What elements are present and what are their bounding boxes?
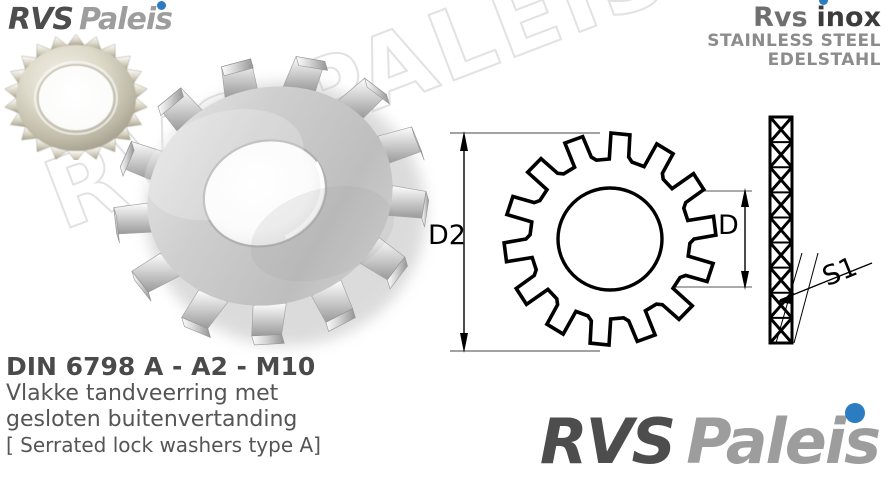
serrated-washer-photo-svg: [4, 33, 148, 163]
logo-top-left-rvs: RVS: [8, 2, 74, 37]
product-alt-name: [ Serrated lock washers type A]: [6, 433, 321, 457]
product-description-line1: Vlakke tandveerring met: [6, 381, 279, 406]
technical-drawing: D2 D S1: [428, 95, 889, 370]
logo-dot-icon-large: [845, 403, 865, 423]
logo-bottom-right-paleis: Paleis: [686, 403, 881, 478]
rvs-inox-inox-text: inox: [816, 2, 881, 33]
technical-drawing-svg: [450, 115, 873, 353]
inox-dot-icon: [818, 0, 828, 5]
logo-top-left-paleis: Paleis: [79, 1, 173, 37]
dimension-label-d: D: [718, 210, 739, 241]
product-caption: DIN 6798 A - A2 - M10 Vlakke tandveerrin…: [6, 352, 321, 458]
stainless-steel-text: STAINLESS STEEL: [707, 31, 881, 51]
rvs-inox-rvs: Rvs: [753, 2, 808, 33]
product-title: DIN 6798 A - A2 - M10: [6, 352, 316, 381]
logo-dot-icon: [157, 1, 167, 10]
product-description-line2: gesloten buitenvertanding: [6, 407, 298, 432]
logo-bottom-right-rvs: RVS: [539, 405, 676, 478]
product-photo: [4, 33, 156, 163]
rvs-inox-inox: inox: [816, 0, 881, 33]
serrated-washer-3d-svg: [113, 56, 430, 346]
edelstahl-text: EDELSTAHL: [767, 50, 881, 70]
dimension-label-d2: D2: [428, 220, 466, 251]
product-render: [108, 14, 438, 364]
